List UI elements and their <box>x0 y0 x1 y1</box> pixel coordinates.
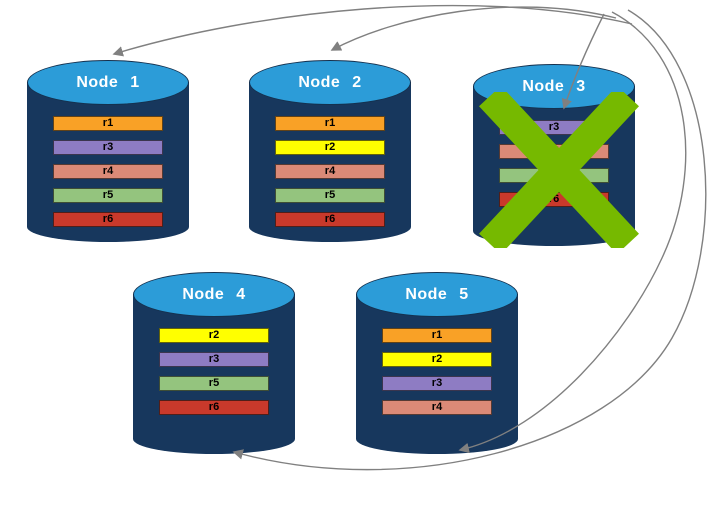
record-row: r3 <box>382 376 492 391</box>
record-list: r1 r2 r3 r4 <box>382 328 492 415</box>
record-row: r1 <box>53 116 163 131</box>
cylinder-top: Node 2 <box>249 60 411 105</box>
cylinder-top: Node 1 <box>27 60 189 105</box>
record-label: r5 <box>548 169 560 181</box>
record-row: r4 <box>53 164 163 179</box>
record-list: r1 r3 r4 r5 r6 <box>53 116 163 227</box>
record-row: r2 <box>275 140 385 155</box>
record-label: r5 <box>324 189 336 201</box>
record-row: r2 <box>159 328 269 343</box>
record-list: r1 r2 r4 r5 r6 <box>275 116 385 227</box>
record-list: r3 r4 r5 r6 <box>499 120 609 207</box>
record-row: r6 <box>499 192 609 207</box>
node-title: Node 3 <box>522 77 586 95</box>
record-label: r1 <box>102 117 114 129</box>
record-row: r6 <box>53 212 163 227</box>
record-label: r1 <box>324 117 336 129</box>
record-row: r6 <box>159 400 269 415</box>
arrow-node3-to-node2 <box>330 6 617 51</box>
node-2: r1 r2 r4 r5 r6 Node 2 <box>249 60 411 242</box>
record-row: r4 <box>275 164 385 179</box>
node-title: Node 2 <box>298 73 362 91</box>
record-label: r1 <box>431 329 443 341</box>
record-label: r4 <box>431 401 443 413</box>
cylinder-top: Node 3 <box>473 64 635 109</box>
record-label: r2 <box>208 329 220 341</box>
record-label: r2 <box>431 353 443 365</box>
record-label: r3 <box>548 121 560 133</box>
record-row: r5 <box>53 188 163 203</box>
record-row: r3 <box>53 140 163 155</box>
cylinder-top: Node 4 <box>133 272 295 317</box>
record-row: r4 <box>382 400 492 415</box>
record-row: r1 <box>275 116 385 131</box>
record-label: r6 <box>548 193 560 205</box>
record-label: r3 <box>431 377 443 389</box>
record-row: r2 <box>382 352 492 367</box>
record-label: r4 <box>548 145 560 157</box>
record-label: r6 <box>102 213 114 225</box>
record-row: r3 <box>499 120 609 135</box>
record-row: r1 <box>382 328 492 343</box>
node-3: r3 r4 r5 r6 Node 3 <box>473 64 635 246</box>
record-label: r3 <box>208 353 220 365</box>
record-label: r6 <box>324 213 336 225</box>
record-row: r6 <box>275 212 385 227</box>
record-label: r6 <box>208 401 220 413</box>
record-label: r4 <box>102 165 114 177</box>
node-4: r2 r3 r5 r6 Node 4 <box>133 272 295 454</box>
node-1: r1 r3 r4 r5 r6 Node 1 <box>27 60 189 242</box>
record-row: r5 <box>275 188 385 203</box>
cylinder-top: Node 5 <box>356 272 518 317</box>
record-row: r5 <box>159 376 269 391</box>
record-row: r5 <box>499 168 609 183</box>
node-5: r1 r2 r3 r4 Node 5 <box>356 272 518 454</box>
node-title: Node 1 <box>76 73 140 91</box>
record-label: r4 <box>324 165 336 177</box>
node-title: Node 5 <box>405 285 469 303</box>
record-label: r5 <box>208 377 220 389</box>
record-label: r3 <box>102 141 114 153</box>
record-row: r3 <box>159 352 269 367</box>
record-label: r5 <box>102 189 114 201</box>
record-list: r2 r3 r5 r6 <box>159 328 269 415</box>
node-title: Node 4 <box>182 285 246 303</box>
record-label: r2 <box>324 141 336 153</box>
record-row: r4 <box>499 144 609 159</box>
arrow-node3-to-node1 <box>112 4 633 57</box>
